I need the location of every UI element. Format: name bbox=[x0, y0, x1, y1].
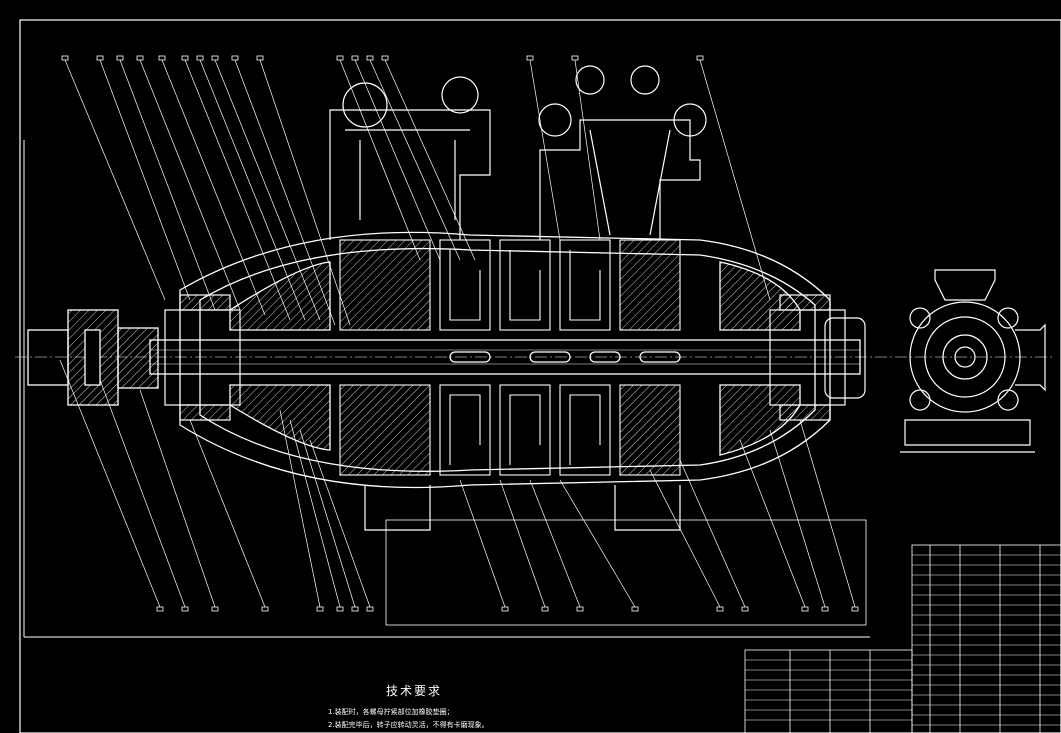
technical-requirements-title: 技术要求 bbox=[386, 684, 443, 698]
technical-requirement-item: 2.装配完毕后，转子应转动灵活，不得有卡磨现象。 bbox=[328, 721, 489, 729]
part-leader-lines bbox=[64, 59, 771, 326]
parts-list-rows bbox=[912, 554, 1061, 726]
technical-requirement-item: 1.装配时，各螺母拧紧部位加橡胶垫圈； bbox=[328, 708, 454, 716]
nozzles bbox=[329, 65, 707, 531]
drawing-border bbox=[19, 19, 1061, 733]
part-leader-lines-bottom bbox=[59, 359, 856, 608]
title-block-rows bbox=[745, 659, 912, 721]
part-leader-ticks-top bbox=[61, 55, 704, 61]
part-leader-ticks-bottom bbox=[156, 606, 859, 612]
title-block-table bbox=[744, 649, 913, 733]
parts-list-table bbox=[911, 544, 1061, 733]
bearing-housings bbox=[164, 294, 866, 421]
dimension-box bbox=[385, 519, 867, 626]
impeller-stages bbox=[339, 239, 681, 476]
coupling bbox=[27, 309, 159, 406]
pump-side-view bbox=[900, 269, 1046, 453]
pump-casing bbox=[179, 231, 831, 489]
